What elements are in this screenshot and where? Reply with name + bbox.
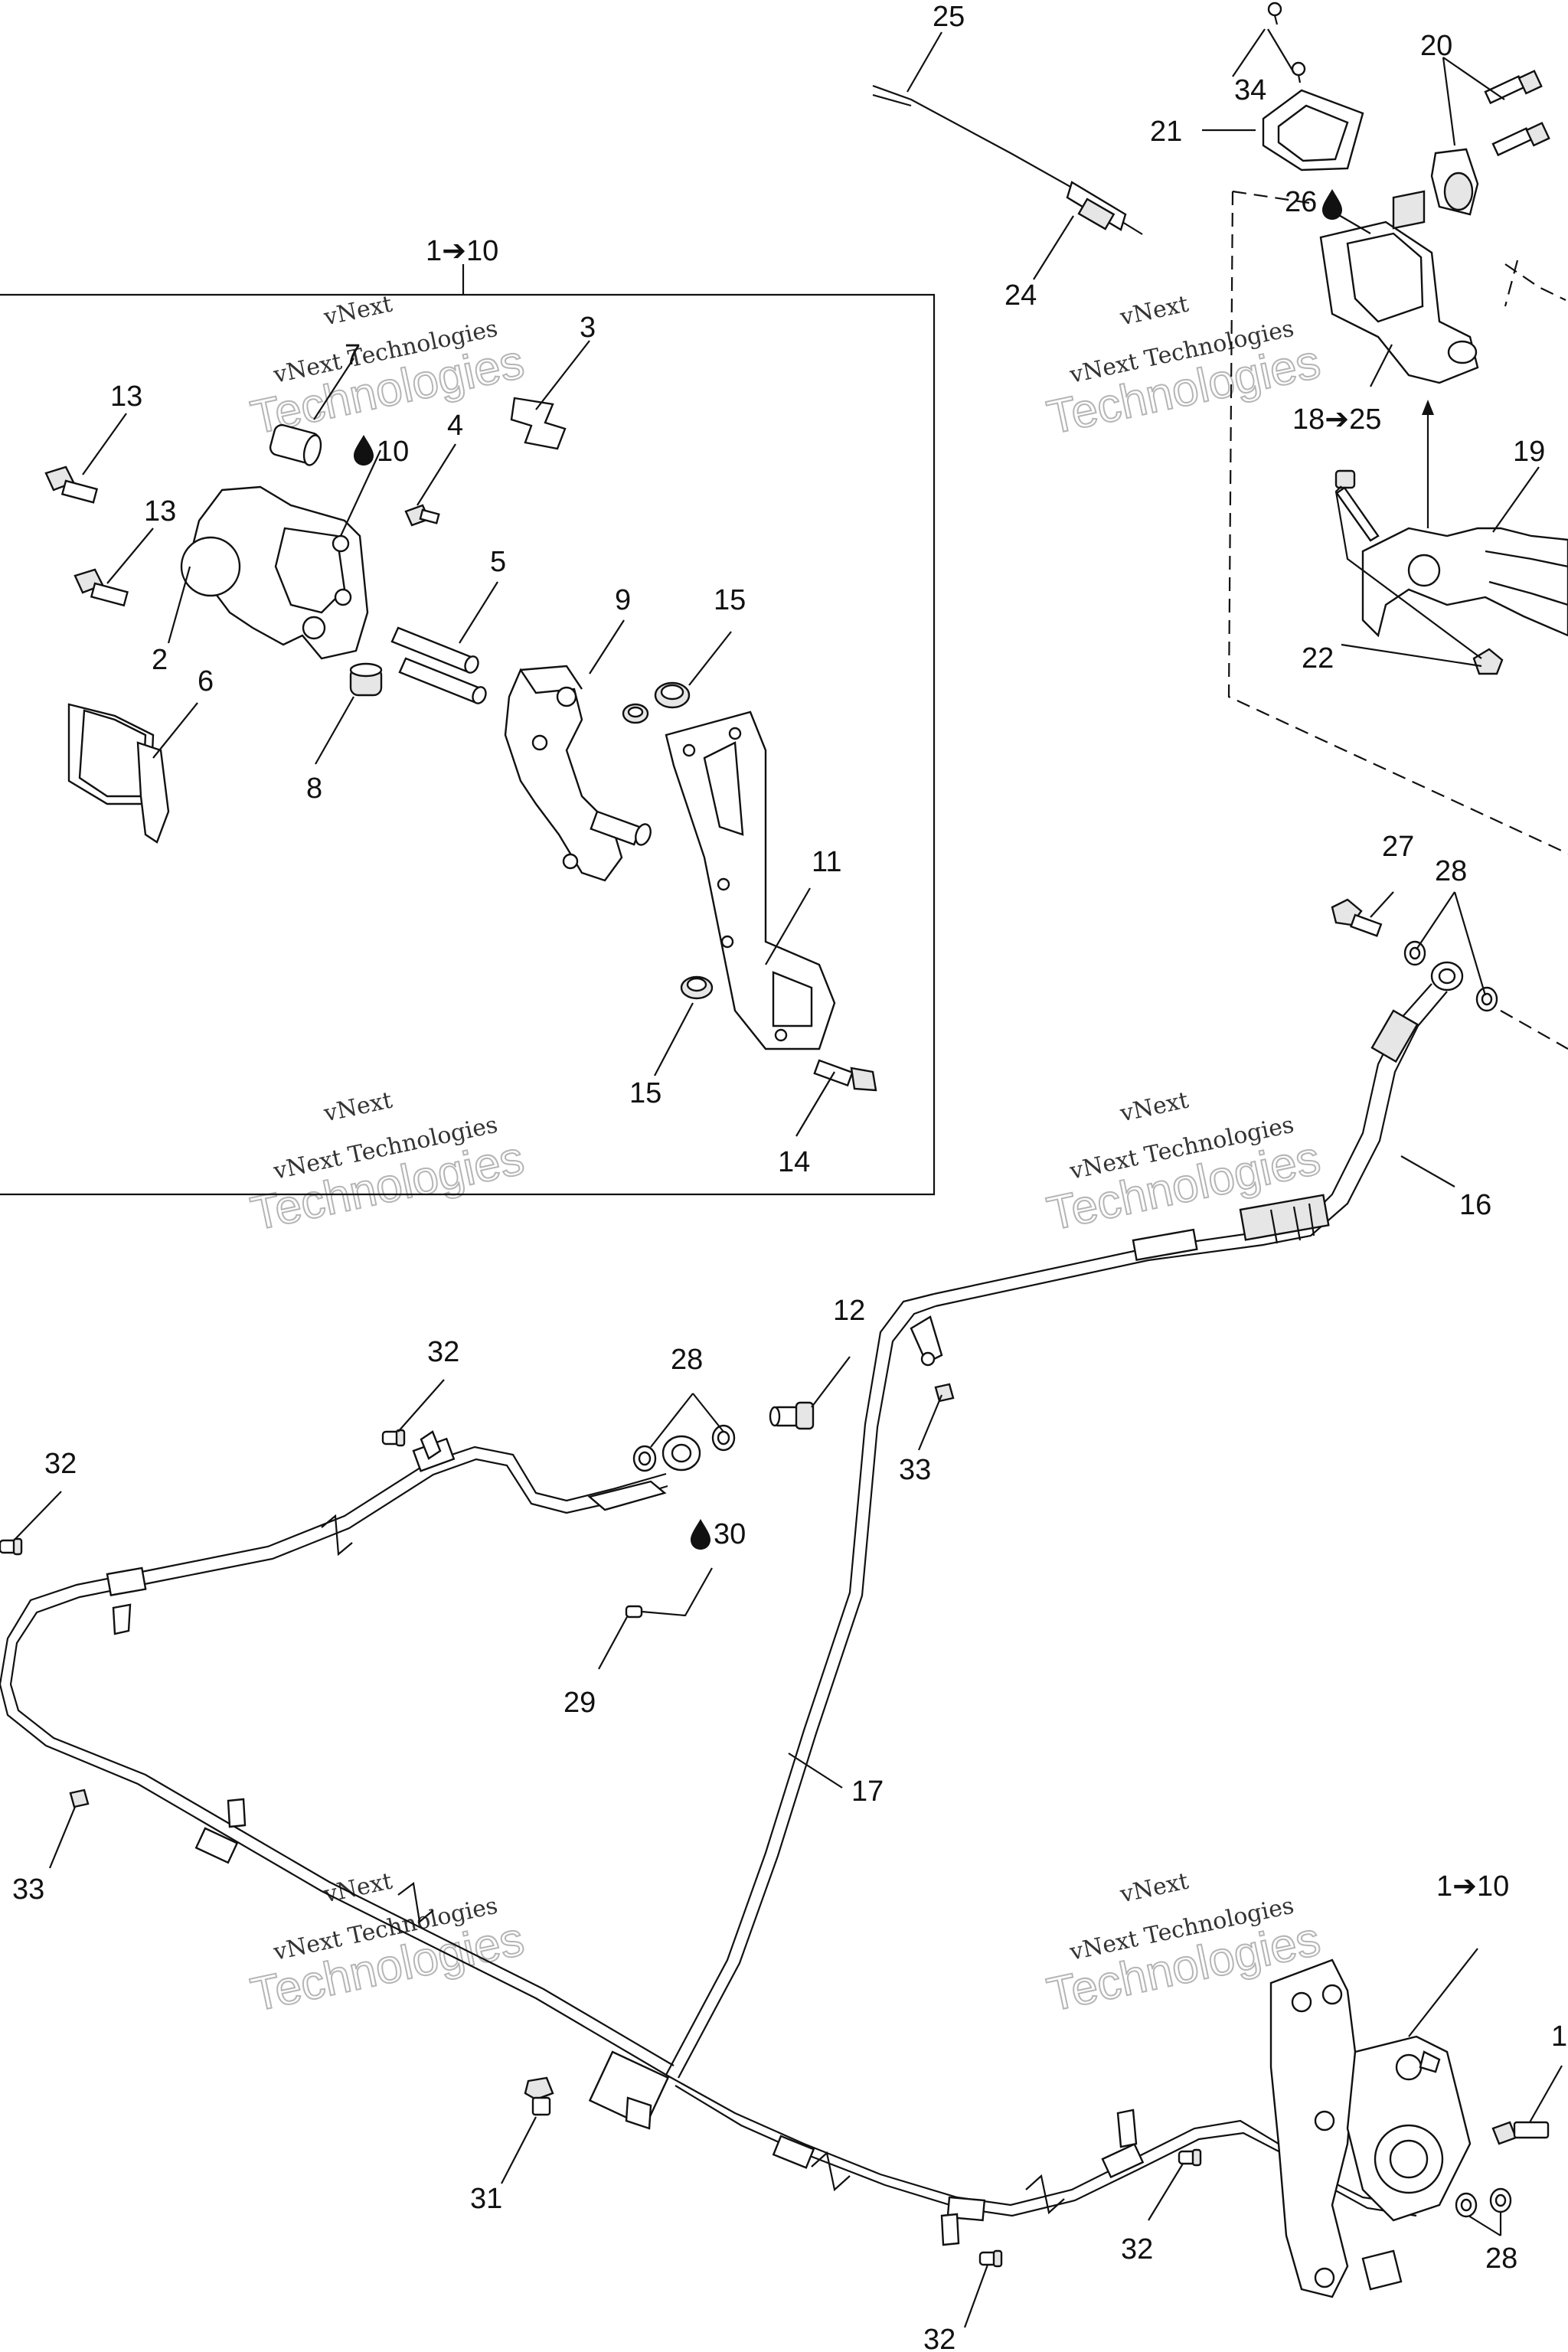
assembly-arrow [1422, 400, 1434, 528]
callout-label: 29 [564, 1687, 596, 1719]
callout-label: 15 [714, 584, 746, 616]
callout-label: 26 [1285, 186, 1317, 218]
part-banjo-bolt-31 [524, 2076, 554, 2116]
callout-label: 9 [615, 584, 631, 616]
watermark-line1: vNext [321, 291, 394, 332]
callout-label: 24 [1004, 279, 1037, 312]
callout-label: 30 [714, 1518, 746, 1550]
callout-label: 32 [427, 1336, 459, 1368]
callout-label: 1➔10 [1436, 1870, 1509, 1903]
callout-label: 3 [580, 312, 596, 344]
drop-icon [691, 1519, 710, 1550]
watermark-line1: vNext [1117, 1868, 1191, 1909]
callout-label: 28 [1435, 855, 1467, 887]
part-screw-32c [1178, 2148, 1202, 2167]
part-boot-8 [349, 662, 383, 697]
drop-icon [1322, 189, 1342, 220]
part-bolt-lower-right [1491, 2121, 1550, 2145]
callout-label: 32 [44, 1448, 77, 1480]
callout-label: 2 [152, 644, 168, 676]
callout-label: 8 [306, 773, 322, 805]
watermark-line1: vNext [1117, 291, 1191, 332]
part-bleeder-cap [625, 1605, 643, 1619]
part-reservoir-cover [1262, 89, 1364, 172]
callout-label: 1➔10 [426, 235, 498, 267]
callout-label: 14 [778, 1146, 810, 1178]
callout-label: 13 [144, 495, 176, 528]
callout-label: 19 [1513, 436, 1545, 468]
part-screw-32b [0, 1537, 23, 1556]
part-bushing-7 [269, 423, 322, 466]
part-caliper-body [180, 485, 369, 660]
callout-label: 5 [490, 546, 506, 578]
callout-label: 28 [671, 1344, 703, 1376]
handlebar-boundary-dashed [1227, 190, 1568, 854]
callout-label: 6 [198, 665, 214, 697]
watermark-line1: vNext [321, 1087, 394, 1128]
callout-label: 34 [1234, 74, 1266, 106]
leader-lines [15, 28, 1563, 2328]
callout-label: 33 [12, 1873, 44, 1906]
part-brake-lever [1361, 527, 1568, 638]
lubricant-drop-icons [354, 189, 1342, 1550]
watermark-group: vNext vNext Technologies Technologies vN… [246, 291, 1325, 2023]
part-washers-lower [1455, 2187, 1512, 2218]
part-bolt-13b [74, 568, 129, 607]
callout-label: 18➔25 [1292, 403, 1381, 436]
callout-label: 10 [377, 436, 409, 468]
part-screw-34 [1267, 2, 1306, 83]
callout-label: 31 [470, 2183, 502, 2215]
part-banjo-bolt-upper [1331, 898, 1568, 1050]
part-pad-spring [510, 397, 567, 450]
part-screw-32a [381, 1429, 406, 1447]
part-mounting-plate [665, 710, 836, 1050]
part-master-cylinder [1319, 190, 1479, 384]
part-brake-pads [67, 703, 170, 844]
callout-label: 32 [923, 2324, 956, 2352]
callout-label: 13 [110, 381, 142, 413]
callout-label: 32 [1121, 2233, 1153, 2265]
callout-label: 16 [1459, 1189, 1491, 1221]
part-fitting-12 [769, 1401, 815, 1430]
part-clamp-bolts [1430, 70, 1550, 216]
callout-label: 20 [1420, 30, 1452, 62]
callout-label: 28 [1485, 2243, 1517, 2275]
part-brake-hose-upper [933, 983, 1448, 1308]
drop-icon [354, 435, 374, 466]
part-grommet-15a [622, 681, 691, 724]
part-hose-junction [588, 2050, 670, 2130]
callout-label: 27 [1382, 831, 1414, 863]
callout-label: 4 [447, 410, 463, 442]
part-grommet-15b [680, 975, 714, 1000]
part-caliper-assembly-lower [1269, 1958, 1472, 2298]
part-bleeder-screw [404, 504, 440, 527]
part-pivot-bolt-nut [1334, 469, 1504, 675]
callout-label: 15 [629, 1077, 662, 1109]
part-caliper-bracket [504, 665, 652, 882]
callout-label: 1 [1551, 2020, 1567, 2053]
callout-label: 22 [1302, 642, 1334, 675]
caliper-detail-box [0, 264, 936, 1196]
part-bolt-13a [44, 466, 99, 504]
callout-label: 12 [833, 1295, 865, 1327]
callout-label: 33 [899, 1454, 931, 1486]
callout-labels: 25 34 21 20 26 24 1➔10 3 7 13 10 4 13 5 … [12, 1, 1567, 2352]
part-screw-33a [934, 1383, 955, 1403]
part-pins [390, 626, 487, 704]
part-brake-switch-wire [872, 84, 1143, 235]
callout-label: 17 [851, 1775, 884, 1808]
callout-label: 21 [1150, 116, 1182, 148]
callout-label: 7 [345, 339, 361, 371]
part-screw-32d [978, 2249, 1003, 2268]
part-brake-hose-left [0, 1430, 675, 2076]
callout-label: 25 [933, 1, 965, 33]
part-banjo-fitting-middle [632, 1424, 736, 1472]
watermark-line1: vNext [321, 1868, 394, 1909]
callout-label: 11 [812, 846, 841, 878]
part-screw-33b [69, 1788, 90, 1808]
part-brake-hose-long [665, 1292, 943, 2079]
watermark-line1: vNext [1117, 1087, 1191, 1128]
part-bolt-14 [813, 1059, 877, 1092]
